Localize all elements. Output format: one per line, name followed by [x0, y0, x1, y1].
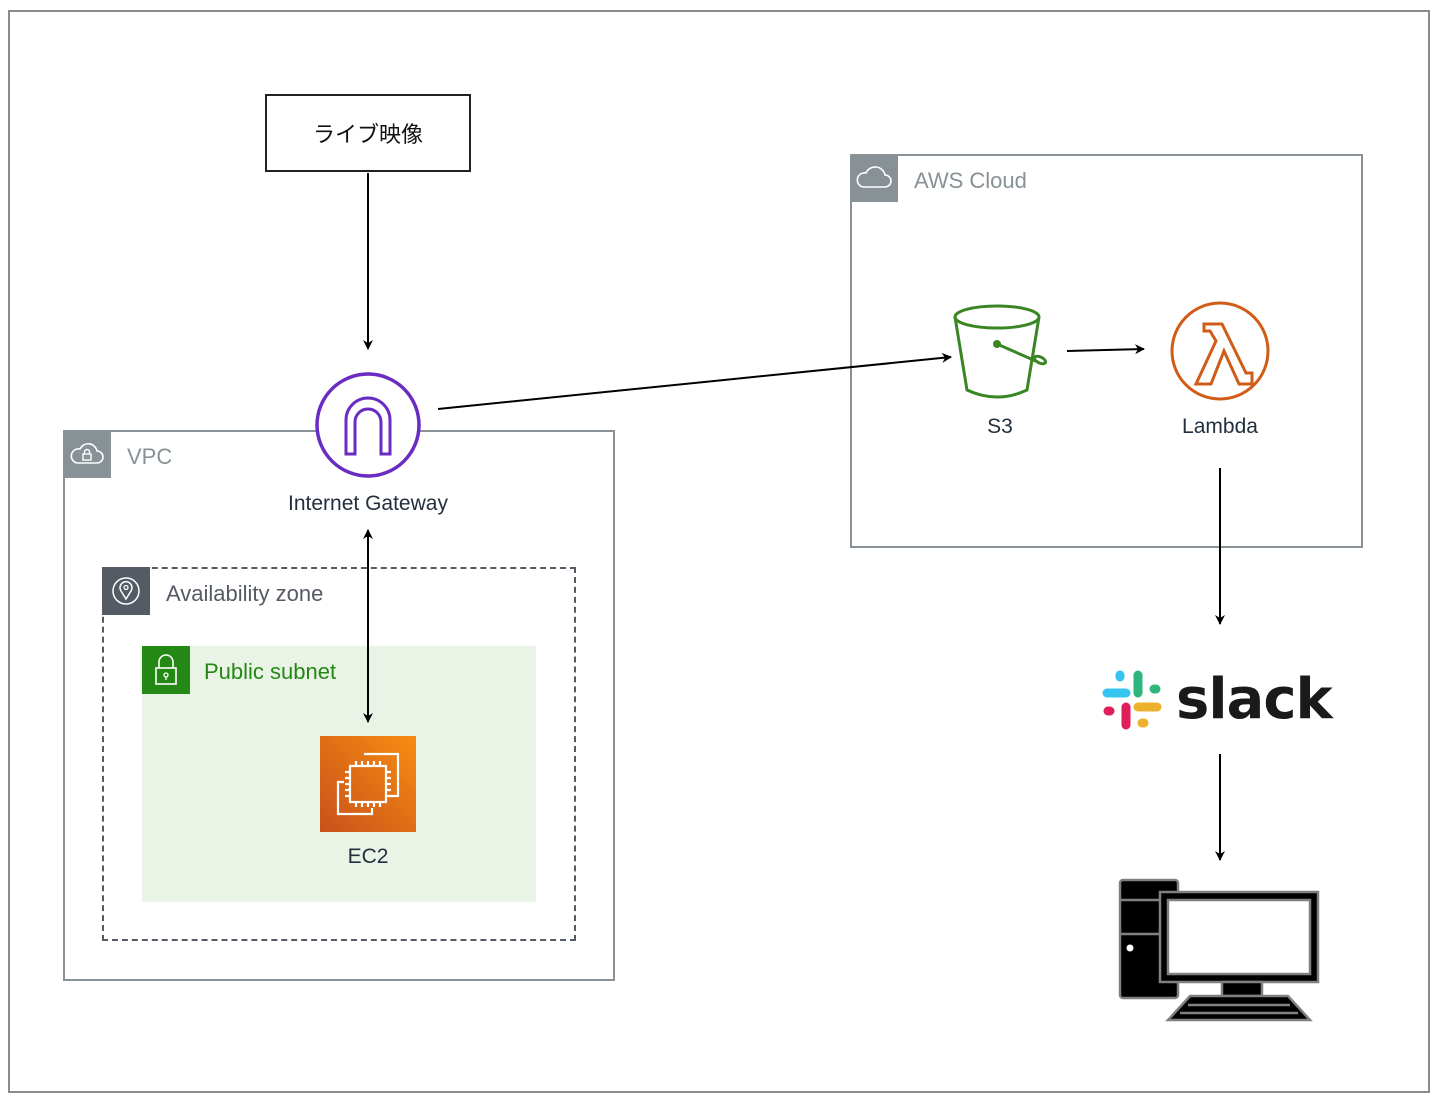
slack-logo-icon — [1102, 670, 1162, 730]
s3-node[interactable] — [948, 300, 1052, 404]
internet-gateway-node[interactable] — [313, 370, 423, 480]
internet-gateway-label: Internet Gateway — [288, 492, 448, 515]
edge-igw-to-s3 — [437, 352, 952, 410]
ec2-label: EC2 — [347, 845, 389, 868]
aws-cloud-group[interactable]: AWS Cloud — [850, 154, 1363, 548]
cloud-icon — [850, 154, 898, 202]
location-pin-icon — [102, 567, 150, 615]
desktop-computer-icon — [1118, 878, 1320, 1022]
pc-node[interactable] — [1118, 878, 1322, 1023]
live-video-label: ライブ映像 — [312, 122, 423, 147]
aws-cloud-label: AWS Cloud — [914, 168, 1027, 193]
lambda-node[interactable] — [1168, 301, 1272, 405]
ec2-node[interactable] — [320, 736, 416, 832]
cloud-lock-icon — [63, 430, 111, 478]
s3-bucket-icon — [953, 304, 1048, 399]
live-video-box[interactable]: ライブ映像 — [265, 94, 471, 172]
internet-gateway-icon — [315, 372, 421, 478]
s3-label: S3 — [987, 415, 1013, 438]
availability-zone-label: Availability zone — [166, 581, 324, 606]
lambda-icon — [1170, 301, 1270, 401]
vpc-label: VPC — [127, 444, 173, 469]
slack-node[interactable]: slack — [1100, 665, 1350, 735]
edge-s3-to-lambda — [1066, 344, 1145, 355]
padlock-icon — [142, 646, 190, 694]
lambda-label: Lambda — [1182, 415, 1258, 438]
public-subnet-label: Public subnet — [204, 659, 337, 684]
ec2-chip-icon — [320, 736, 416, 832]
diagram-frame — [8, 10, 1430, 1093]
slack-wordmark: slack — [1176, 667, 1333, 732]
vpc-group[interactable]: VPC — [63, 430, 615, 981]
availability-zone-group[interactable]: Availability zone — [102, 567, 576, 941]
